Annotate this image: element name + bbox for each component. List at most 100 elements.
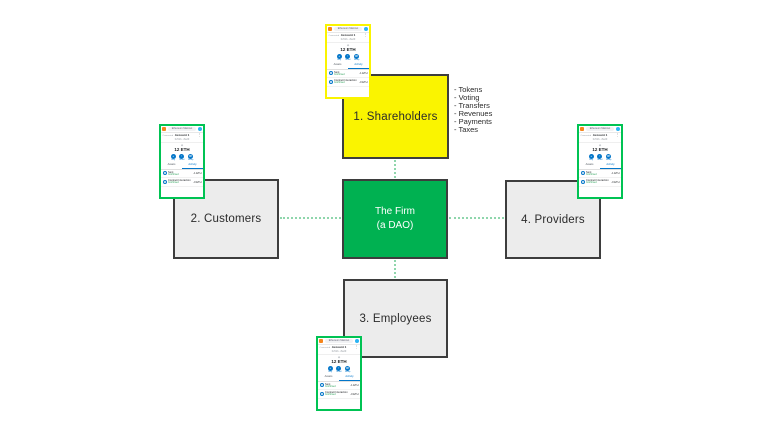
balance-section: ◆ 12 ETH (327, 44, 369, 53)
tab-assets: Assets (333, 63, 342, 67)
account-avatar-icon (616, 127, 620, 131)
swap-button: ⇄ Swap (605, 153, 612, 161)
transaction-status: Confirmed (325, 385, 336, 388)
account-avatar-icon (198, 127, 202, 131)
buy-icon: + (588, 153, 594, 159)
transaction-status: Confirmed (334, 73, 345, 76)
metamask-wallet-screenshot: Ethereum Mainnet Connected Account 1 0x5… (325, 24, 371, 99)
transaction-status: Confirmed (586, 173, 597, 176)
wallet-topbar: Ethereum Mainnet (161, 126, 203, 133)
attr-taxes: - Taxes (454, 125, 479, 134)
swap-button: ⇄ Swap (344, 365, 351, 373)
attr-transfers: - Transfers (454, 101, 490, 110)
transaction-row: Sent Confirmed -1 ETH (318, 382, 360, 391)
attr-payments: - Payments (454, 117, 492, 126)
eth-diamond-icon: ◆ (337, 355, 341, 359)
account-row: Connected Account 1 0x51b...8a29 ⋮ (327, 33, 369, 43)
transaction-row: Contract Interaction Confirmed -0 ETH (161, 178, 203, 188)
metamask-fox-icon (580, 127, 584, 131)
box-customers-label: 2. Customers (190, 213, 262, 225)
transaction-row: Sent Confirmed -1 ETH (161, 170, 203, 179)
transaction-title: Contract Interaction (586, 179, 609, 183)
transaction-title: Contract Interaction (168, 179, 191, 183)
action-buttons: + Buy ↑ Send ⇄ Swap (161, 153, 203, 162)
box-providers-label: 4. Providers (521, 213, 585, 226)
account-row: Connected Account 1 0x51b...8a29 ⋮ (579, 133, 621, 143)
connector-firm-employees (394, 260, 396, 278)
action-buttons: + Buy ↑ Send ⇄ Swap (318, 365, 360, 374)
transaction-title: Contract Interaction (334, 79, 357, 83)
transaction-status: Confirmed (168, 173, 179, 176)
metamask-fox-icon (328, 27, 332, 31)
buy-icon: + (170, 153, 176, 159)
balance-amount: 12 ETH (592, 147, 608, 152)
wallet-tabs: Assets Activity (579, 163, 621, 170)
swap-button: ⇄ Swap (187, 153, 194, 161)
buy-button: + Buy (588, 153, 594, 161)
transaction-amount: -1 ETH (350, 383, 359, 387)
account-row: Connected Account 1 0x51b...8a29 ⋮ (161, 133, 203, 143)
balance-amount: 12 ETH (174, 147, 190, 152)
tab-assets: Assets (585, 163, 594, 167)
wallet-topbar: Ethereum Mainnet (318, 338, 360, 345)
transaction-row: Sent Confirmed -1 ETH (327, 70, 369, 79)
connector-firm-shareholders (394, 160, 396, 178)
metamask-fox-icon (162, 127, 166, 131)
transaction-icon (319, 392, 324, 397)
eth-diamond-icon: ◆ (598, 143, 602, 147)
box-the-firm: The Firm (a DAO) (342, 179, 448, 259)
send-icon: ↑ (179, 153, 185, 159)
wallet-mockup-shareholders: Ethereum Mainnet Connected Account 1 0x5… (325, 24, 371, 99)
send-icon: ↑ (345, 53, 351, 59)
tab-assets: Assets (167, 163, 176, 167)
transaction-status: Confirmed (334, 82, 345, 85)
connected-status: Connected (162, 134, 174, 137)
network-selector: Ethereum Mainnet (586, 127, 614, 131)
wallet-mockup-providers: Ethereum Mainnet Connected Account 1 0x5… (577, 124, 623, 199)
transaction-icon (580, 171, 585, 176)
wallet-topbar: Ethereum Mainnet (327, 26, 369, 33)
attr-tokens: - Tokens (454, 85, 483, 94)
tab-activity: Activity (339, 375, 360, 381)
firm-label-line2: (a DAO) (376, 220, 414, 231)
swap-icon: ⇄ (606, 153, 612, 159)
account-name: Account 1 (340, 33, 356, 37)
attr-revenues: - Revenues (454, 109, 493, 118)
transaction-status: Confirmed (168, 182, 179, 185)
tab-activity: Activity (182, 163, 203, 169)
network-selector: Ethereum Mainnet (334, 27, 362, 31)
metamask-wallet-screenshot: Ethereum Mainnet Connected Account 1 0x5… (159, 124, 205, 199)
account-name: Account 1 (174, 133, 190, 137)
kebab-menu-icon: ⋮ (364, 33, 368, 37)
send-icon: ↑ (597, 153, 603, 159)
account-name: Account 1 (331, 345, 347, 349)
tab-activity: Activity (600, 163, 621, 169)
transaction-icon (162, 180, 167, 185)
tab-assets: Assets (324, 375, 333, 379)
buy-button: + Buy (327, 365, 333, 373)
wallet-tabs: Assets Activity (327, 63, 369, 70)
swap-icon: ⇄ (345, 365, 351, 371)
balance-section: ◆ 12 ETH (579, 144, 621, 153)
buy-icon: + (336, 53, 342, 59)
transaction-amount: -0 ETH (611, 180, 620, 184)
swap-icon: ⇄ (188, 153, 194, 159)
wallet-tabs: Assets Activity (318, 375, 360, 382)
account-row: Connected Account 1 0x51b...8a29 ⋮ (318, 345, 360, 355)
send-icon: ↑ (336, 365, 342, 371)
transaction-title: Sent (325, 382, 331, 386)
buy-icon: + (327, 365, 333, 371)
metamask-wallet-screenshot: Ethereum Mainnet Connected Account 1 0x5… (316, 336, 362, 411)
wallet-topbar: Ethereum Mainnet (579, 126, 621, 133)
network-selector: Ethereum Mainnet (325, 339, 353, 343)
transaction-row: Contract Interaction Confirmed -0 ETH (318, 390, 360, 400)
connected-status: Connected (580, 134, 592, 137)
box-providers: 4. Providers (505, 180, 601, 259)
account-address: 0x51b...8a29 (174, 137, 190, 141)
transaction-row: Contract Interaction Confirmed -0 ETH (579, 178, 621, 188)
transaction-amount: -0 ETH (359, 80, 368, 84)
transaction-title: Sent (334, 70, 340, 74)
kebab-menu-icon: ⋮ (198, 133, 202, 137)
account-address: 0x51b...8a29 (331, 349, 347, 353)
